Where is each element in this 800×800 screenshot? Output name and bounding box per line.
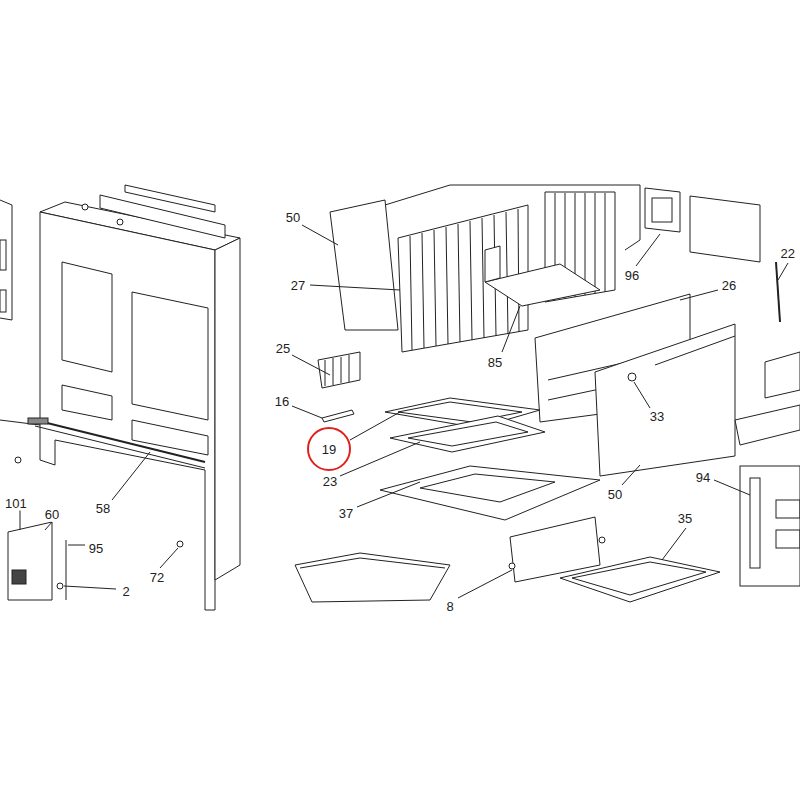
callout-number: 8 [445,599,454,614]
callout-number: 16 [274,394,290,409]
callout-number: 26 [721,278,737,293]
callout-number: 96 [624,268,640,283]
callout-number: 101 [4,496,28,511]
callout-number: 22 [780,246,796,261]
callout-number: 58 [95,501,111,516]
callout-number: 95 [88,541,104,556]
callout-number: 35 [677,511,693,526]
callout-number: 94 [695,470,711,485]
callout-number: 23 [322,474,338,489]
callout-number: 50 [285,210,301,225]
callout-number: 72 [149,570,165,585]
callout-number: 37 [338,506,354,521]
callout-number: 19 [322,443,336,456]
callout-number: 27 [290,278,306,293]
callout-number: 60 [44,507,60,522]
highlight-circle: 19 [307,427,351,471]
callout-number: 50 [607,487,623,502]
callout-number: 25 [275,341,291,356]
callout-number: 85 [487,355,503,370]
callout-number: 2 [121,584,130,599]
callout-number: 33 [649,409,665,424]
